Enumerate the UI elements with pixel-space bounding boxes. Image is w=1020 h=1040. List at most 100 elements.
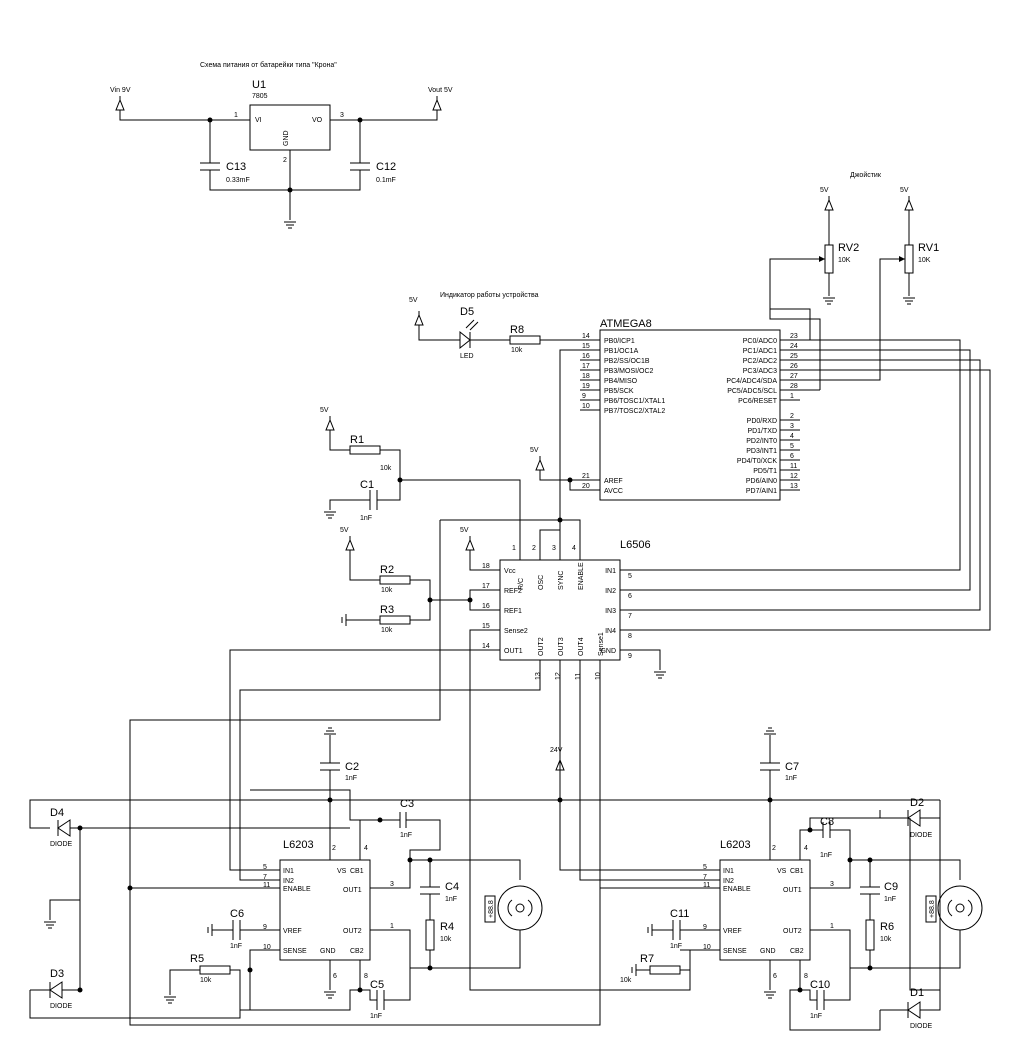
l6506-pin-name: IN4 — [605, 628, 616, 635]
svg-text:D2: D2 — [910, 797, 924, 809]
l6506-pin-number: 5 — [628, 573, 632, 580]
l6506-pin-number: 12 — [555, 672, 562, 680]
l6506-pin-number: 7 — [628, 613, 632, 620]
svg-text:10k: 10k — [511, 347, 523, 354]
svg-text:R3: R3 — [380, 604, 394, 616]
l6506-pin-number: 17 — [482, 583, 490, 590]
svg-text:+88.8: +88.8 — [488, 900, 495, 918]
mcu-pin-number: 21 — [582, 473, 590, 480]
driver-pin-number: 9 — [703, 924, 707, 931]
svg-text:10K: 10K — [838, 257, 851, 264]
mcu-pin-name: AVCC — [604, 488, 623, 495]
mcu-pin-number: 23 — [790, 333, 798, 340]
svg-text:C1: C1 — [360, 479, 374, 491]
u1-ref: U1 — [252, 79, 266, 91]
svg-text:D1: D1 — [910, 987, 924, 999]
driver-pin-number: 6 — [333, 973, 337, 980]
svg-text:5V: 5V — [460, 527, 469, 534]
mcu-pin-number: 2 — [790, 413, 794, 420]
svg-text:C10: C10 — [810, 979, 830, 991]
svg-text:3: 3 — [340, 112, 344, 119]
mcu-pin-name: PC6/RESET — [738, 398, 778, 405]
svg-text:5V: 5V — [340, 527, 349, 534]
mcu-pin-name: PD0/RXD — [747, 418, 777, 425]
svg-text:R7: R7 — [640, 953, 654, 965]
driver-pin-name: CB1 — [790, 868, 804, 875]
svg-text:R8: R8 — [510, 324, 524, 336]
l6506-pin-number: 4 — [572, 545, 576, 552]
regulator-u1: U1 7805 VI VO GND 1 3 2 — [234, 79, 344, 164]
svg-text:DIODE: DIODE — [910, 1023, 933, 1030]
capacitor-c9: C9 1nF — [860, 860, 898, 920]
driver-pin-name: OUT1 — [343, 887, 362, 894]
mcu-pin-name: PC0/ADC0 — [743, 338, 777, 345]
indicator-caption: Индикатор работы устройства — [440, 291, 539, 299]
potentiometer-rv1: 5V RV1 10K — [810, 187, 939, 381]
driver-pin-name: OUT1 — [783, 887, 802, 894]
l6506-pin-number: 8 — [628, 633, 632, 640]
svg-text:VO: VO — [312, 117, 323, 124]
resistor-r5: R5 10k — [163, 953, 231, 1004]
l6506-pin-name: OSC — [538, 575, 545, 590]
mcu-pin-number: 25 — [790, 353, 798, 360]
svg-text:DIODE: DIODE — [50, 1003, 73, 1010]
mcu-pin-number: 14 — [582, 333, 590, 340]
driver-pin-name: VS — [337, 868, 347, 875]
driver-pin-number: 5 — [703, 864, 707, 871]
vout-terminal: Vout 5V — [428, 87, 453, 111]
driver-pin-number: 11 — [703, 882, 710, 889]
driver-pin-name: SENSE — [723, 948, 747, 955]
svg-text:C8: C8 — [820, 816, 834, 828]
mcu-pin-name: PC2/ADC2 — [743, 358, 777, 365]
l6506-pin-number: 3 — [552, 545, 556, 552]
l6506-pin-name: SYNC — [558, 571, 565, 590]
motor-a-icon: +88.8 — [484, 885, 543, 931]
resistor-r6: R6 10k — [865, 919, 894, 968]
mcu-pin-number: 10 — [582, 403, 590, 410]
u1-val: 7805 — [252, 93, 268, 100]
svg-text:DIODE: DIODE — [910, 832, 933, 839]
driver-pin-name: IN2 — [723, 878, 734, 885]
resistor-r1: R1 10k — [329, 430, 521, 560]
l6506-pin-name: R/C — [518, 578, 525, 590]
svg-text:1nF: 1nF — [345, 775, 357, 782]
svg-text:10k: 10k — [381, 627, 393, 634]
svg-text:LED: LED — [460, 353, 474, 360]
mcu-pin-number: 1 — [790, 393, 794, 400]
svg-text:C5: C5 — [370, 979, 384, 991]
driver-pin-number: 3 — [830, 881, 834, 888]
driver-pin-number: 1 — [390, 923, 394, 930]
diode-d2: D2 DIODE — [880, 797, 941, 839]
driver-pin-name: OUT2 — [343, 928, 362, 935]
l6506-pin-name: OUT4 — [578, 637, 585, 656]
capacitor-c2: C2 1nF — [320, 727, 359, 860]
mcu-pin-name: PB5/SCK — [604, 388, 634, 395]
svg-text:RV2: RV2 — [838, 242, 859, 254]
mcu-pin-name: PD6/AIN0 — [746, 478, 777, 485]
driver-pin-number: 10 — [703, 944, 711, 951]
mcu-pin-name: PB6/TOSC1/XTAL1 — [604, 398, 665, 405]
driver-pin-name: IN1 — [723, 868, 734, 875]
mcu-pin-name: PC1/ADC1 — [743, 348, 777, 355]
driver-pin-number: 10 — [263, 944, 271, 951]
l6506-pin-name: OUT2 — [538, 637, 545, 656]
driver-pin-name: ENABLE — [723, 886, 751, 893]
driver-pin-number: 4 — [804, 845, 808, 852]
mcu-pin-name: PC5/ADC5/SCL — [727, 388, 777, 395]
svg-text:1nF: 1nF — [230, 943, 242, 950]
driver-pin-number: 7 — [263, 874, 267, 881]
driver-pin-number: 8 — [364, 973, 368, 980]
driver-pin-number: 1 — [830, 923, 834, 930]
svg-text:RV1: RV1 — [918, 242, 939, 254]
svg-text:C2: C2 — [345, 761, 359, 773]
capacitor-c8: C8 1nF — [799, 816, 851, 860]
svg-text:0.1mF: 0.1mF — [376, 177, 396, 184]
mcu-pin-name: PB0/ICP1 — [604, 338, 635, 345]
svg-text:5V: 5V — [900, 187, 909, 194]
svg-text:C9: C9 — [884, 881, 898, 893]
svg-text:1nF: 1nF — [370, 1013, 382, 1020]
capacitor-c6: C6 1nF — [207, 908, 280, 950]
svg-text:0.33mF: 0.33mF — [226, 177, 250, 184]
potentiometer-rv2: 5V RV2 10K — [769, 187, 859, 340]
